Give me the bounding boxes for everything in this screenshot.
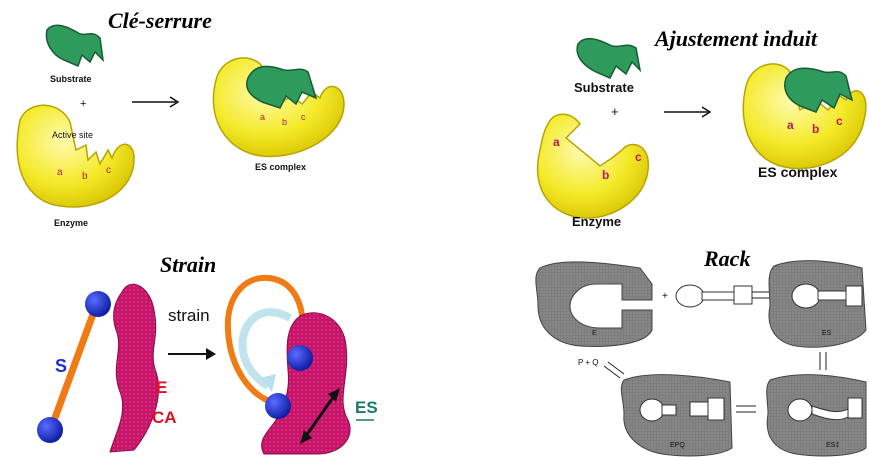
lock-key-reaction-arrow — [132, 97, 178, 107]
lock-key-panel — [17, 25, 344, 207]
lock-key-active-site-label: Active site — [52, 130, 93, 140]
rack-release-arrow — [604, 362, 624, 378]
strain-arrow-label: strain — [168, 306, 210, 326]
lock-key-site-c: c — [106, 165, 111, 176]
strain-panel — [37, 278, 374, 454]
rack-es-label: ES — [822, 330, 831, 337]
induced-fit-es-site-a: a — [787, 118, 794, 132]
rack-es-strained-label: ES‡ — [826, 442, 839, 449]
lock-key-enzyme-shape — [17, 105, 134, 207]
induced-fit-es-complex-label: ES complex — [758, 164, 837, 180]
induced-fit-reaction-arrow — [664, 107, 710, 117]
lock-key-enzyme-label: Enzyme — [54, 218, 88, 228]
induced-fit-site-a: a — [553, 135, 560, 149]
rack-equilibrium-arrow-3 — [736, 406, 756, 412]
lock-key-es-site-c: c — [301, 112, 306, 122]
lock-key-site-b: b — [82, 171, 88, 182]
induced-fit-enzyme-shape — [538, 114, 649, 218]
rack-es-substrate-rod — [818, 291, 848, 300]
induced-fit-enzyme-label: Enzyme — [572, 214, 621, 229]
lock-key-es-site-b: b — [282, 117, 287, 127]
induced-fit-plus: + — [611, 104, 619, 119]
strain-title: Strain — [160, 252, 216, 278]
lock-key-title: Clé-serrure — [108, 8, 212, 34]
rack-epq-label: EPQ — [670, 442, 685, 449]
strain-s-label: S — [55, 356, 67, 377]
induced-fit-substrate-shape — [577, 39, 640, 78]
induced-fit-site-c: c — [635, 150, 642, 164]
lock-key-substrate-shape — [46, 25, 103, 66]
lock-key-plus: + — [80, 98, 86, 110]
rack-epq-product-q — [690, 402, 708, 416]
strain-curved-arrow — [242, 312, 290, 386]
rack-es-substrate-head — [792, 284, 820, 308]
strain-reaction-arrow — [168, 348, 216, 360]
induced-fit-es-site-b: b — [812, 122, 819, 136]
rack-pq-label: P + Q — [578, 358, 599, 367]
rack-equilibrium-arrow-2 — [820, 352, 826, 370]
strain-es-atom-top — [287, 345, 313, 371]
rack-substrate — [676, 285, 752, 307]
strain-es-atom-bottom — [265, 393, 291, 419]
strain-substrate-atom-bottom — [37, 417, 63, 443]
rack-title: Rack — [704, 246, 750, 272]
induced-fit-site-b: b — [602, 168, 609, 182]
strain-e-label: E — [156, 378, 167, 398]
strain-substrate-atom-top — [85, 291, 111, 317]
strain-es-label: ES — [355, 398, 378, 418]
induced-fit-es-site-c: c — [836, 114, 843, 128]
lock-key-es-site-a: a — [260, 112, 265, 122]
rack-es-strained-tail — [848, 398, 862, 418]
rack-es-substrate-tail — [846, 286, 862, 306]
lock-key-es-complex-label: ES complex — [255, 162, 306, 172]
lock-key-site-a: a — [57, 167, 63, 178]
induced-fit-title: Ajustement induit — [655, 26, 817, 52]
strain-ca-label: CA — [152, 408, 177, 428]
rack-plus: + — [662, 291, 668, 302]
induced-fit-substrate-label: Substrate — [574, 80, 634, 95]
rack-equilibrium-arrow-1 — [752, 292, 770, 298]
rack-e-label: E — [592, 330, 597, 337]
lock-key-substrate-label: Substrate — [50, 74, 92, 84]
rack-es-strained-head — [788, 399, 812, 421]
rack-epq-product-p — [640, 399, 664, 421]
